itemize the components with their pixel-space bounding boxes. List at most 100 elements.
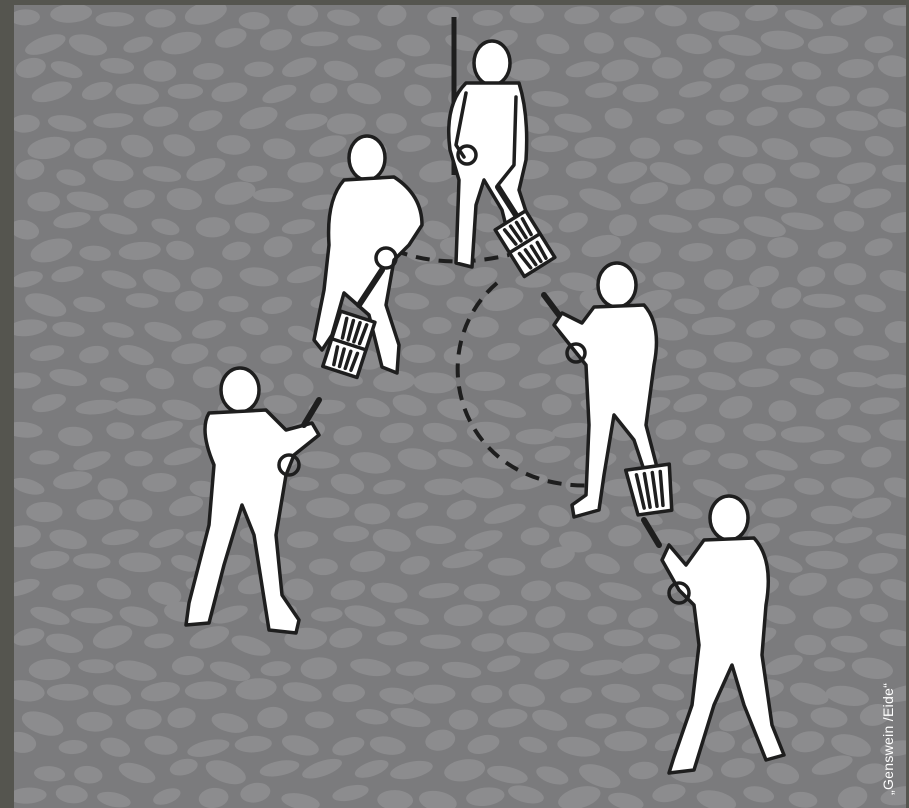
- avalanche-shoveling-illustration: [14, 5, 906, 808]
- snow-stone: [311, 607, 343, 623]
- snow-stone: [99, 376, 130, 395]
- snow-stone: [326, 7, 361, 28]
- snow-stone: [833, 524, 874, 546]
- snow-stone: [720, 756, 757, 780]
- snow-stone: [832, 209, 866, 234]
- snow-stone: [354, 503, 390, 525]
- snow-stone: [742, 784, 776, 805]
- snow-stone: [395, 32, 431, 58]
- snow-stone: [14, 420, 43, 439]
- snow-stone: [174, 289, 205, 313]
- snow-stone: [655, 107, 685, 126]
- snow-stone: [321, 57, 360, 84]
- snow-stone: [52, 209, 92, 231]
- snow-stone: [30, 390, 68, 415]
- snow-stone: [517, 734, 549, 756]
- snow-stone: [534, 763, 571, 788]
- snow-stone: [672, 500, 705, 522]
- snow-stone: [190, 317, 228, 342]
- snow-stone: [759, 134, 800, 163]
- snow-stone: [306, 131, 349, 161]
- snow-stone: [533, 195, 568, 211]
- snow-stone: [300, 656, 338, 680]
- snow-stone: [788, 790, 818, 808]
- snow-stone: [260, 81, 299, 107]
- snow-stone: [393, 605, 431, 628]
- snow-stone: [721, 183, 754, 209]
- snow-stone: [487, 602, 529, 628]
- snow-stone: [470, 631, 505, 653]
- snow-stone: [14, 787, 47, 805]
- snow-stone: [859, 444, 894, 471]
- snow-stone: [876, 53, 906, 80]
- snow-stone: [765, 552, 805, 577]
- snow-stone: [830, 634, 869, 654]
- snow-stone: [193, 62, 225, 80]
- snow-stone: [99, 267, 138, 293]
- snow-stone: [28, 234, 75, 267]
- snow-stone: [460, 474, 505, 501]
- snow-stone: [762, 651, 806, 680]
- snow-stone: [333, 525, 369, 543]
- snow-stone: [58, 739, 87, 754]
- snow-stone: [167, 492, 206, 520]
- snow-stone: [76, 498, 114, 521]
- snow-stone: [121, 33, 154, 56]
- snow-stone: [621, 33, 663, 62]
- snow-stone: [515, 273, 551, 288]
- snow-stone: [420, 634, 461, 649]
- snow-stone: [675, 187, 717, 212]
- snow-stone: [441, 547, 485, 571]
- snow-stone: [625, 706, 670, 729]
- snow-stone: [370, 526, 412, 556]
- snow-stone: [186, 106, 225, 135]
- snow-stone: [281, 217, 317, 237]
- snow-stone: [93, 112, 134, 129]
- snow-stone: [168, 83, 204, 99]
- snow-stone: [602, 105, 634, 132]
- snow-stone: [879, 209, 906, 236]
- snow-stone: [65, 188, 111, 214]
- snow-stone: [113, 657, 158, 684]
- snow-stone: [395, 499, 429, 521]
- snow-stone: [534, 30, 572, 57]
- snow-stone: [139, 679, 181, 704]
- snow-stone: [29, 549, 70, 572]
- snow-stone: [14, 114, 40, 134]
- snow-stone: [395, 660, 429, 677]
- snow-stone: [98, 734, 132, 760]
- snow-stone: [125, 451, 153, 467]
- snow-stone: [465, 371, 506, 391]
- snow-stone: [701, 159, 737, 188]
- snow-stone: [305, 711, 335, 730]
- snow-stone: [836, 371, 878, 389]
- snow-stone: [697, 369, 738, 393]
- snow-stone: [262, 234, 294, 259]
- snow-stone: [72, 295, 106, 314]
- snow-stone: [789, 530, 834, 547]
- snow-stone: [48, 526, 89, 552]
- snow-stone: [348, 449, 392, 477]
- snow-stone: [256, 705, 288, 729]
- snow-stone: [143, 59, 177, 82]
- snow-stone: [14, 9, 40, 26]
- snow-stone: [401, 344, 436, 365]
- snow-stone: [298, 450, 340, 469]
- snow-stone: [633, 553, 666, 574]
- snow-stone: [850, 655, 894, 682]
- snow-stone: [71, 447, 113, 474]
- snow-stone: [436, 446, 475, 471]
- snow-stone: [389, 704, 433, 730]
- snow-stone: [622, 84, 658, 103]
- snow-stone: [70, 606, 113, 624]
- snow-stone: [48, 366, 89, 389]
- snow-stone: [877, 266, 906, 295]
- snow-stone: [462, 526, 505, 554]
- snow-stone: [565, 160, 597, 180]
- snow-stone: [413, 372, 456, 394]
- snow-stone: [342, 601, 388, 630]
- snow-stone: [805, 550, 848, 570]
- snow-stone: [651, 781, 688, 805]
- snow-stone: [376, 5, 408, 28]
- snow-stone: [829, 730, 874, 760]
